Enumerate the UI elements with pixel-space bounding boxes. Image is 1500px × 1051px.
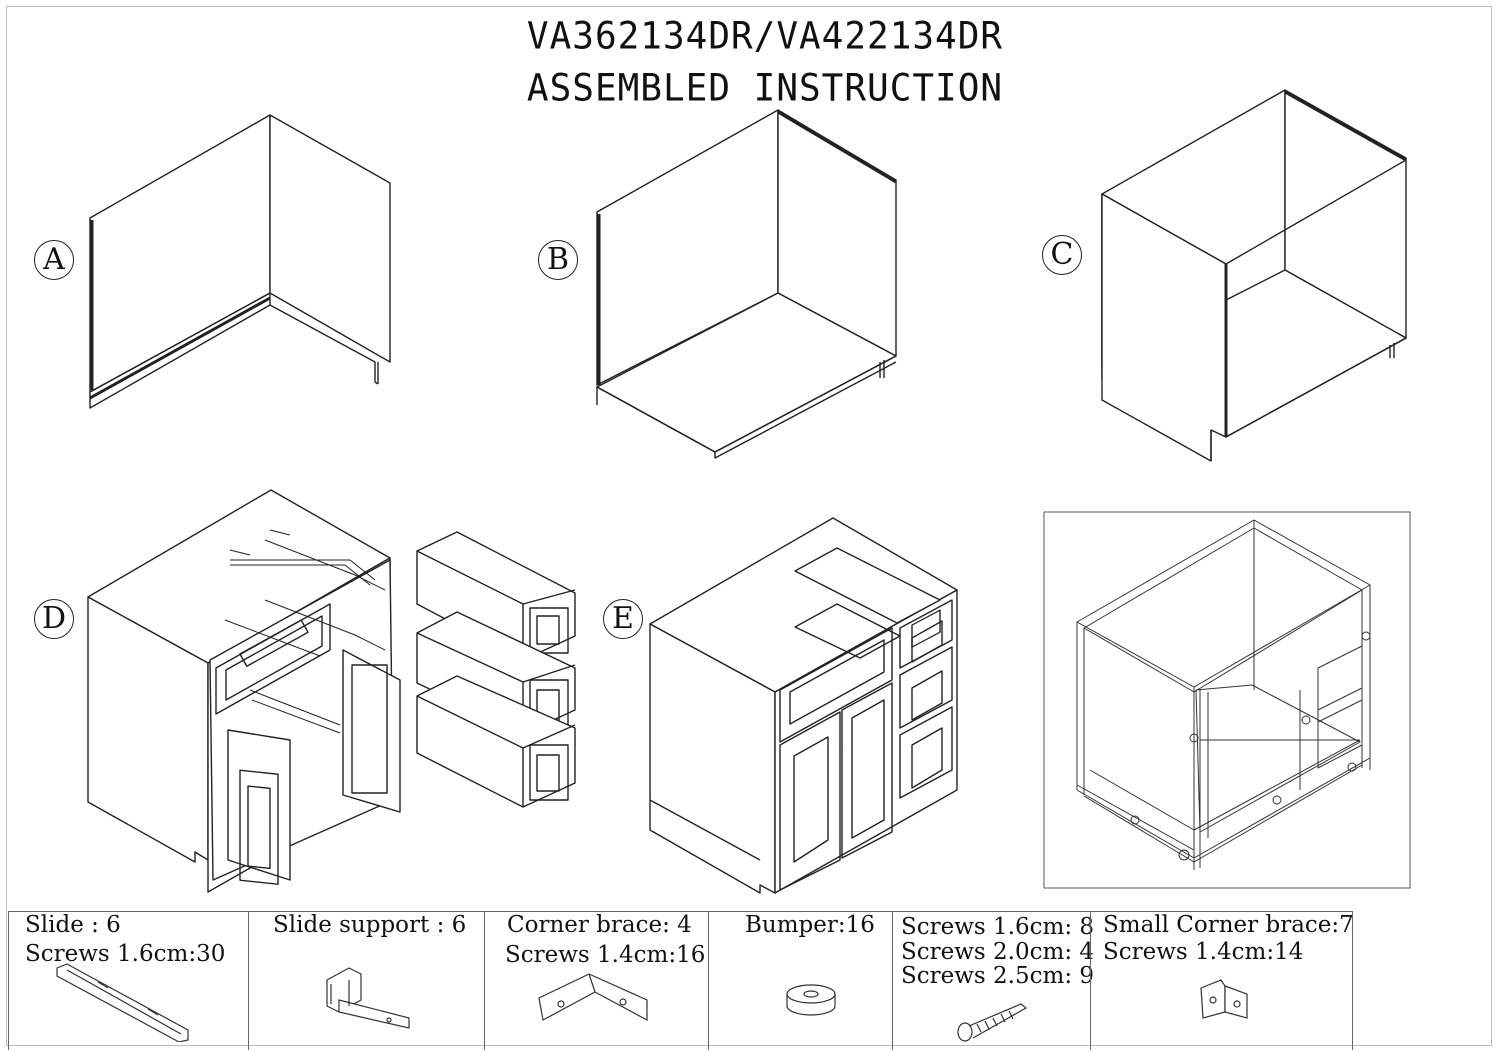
part-slide-count: Slide : 6 xyxy=(25,912,121,938)
step-label-e: E xyxy=(603,599,643,639)
part-small-corner-brace: Small Corner brace:7 Screws 1.4cm:14 xyxy=(1090,912,1354,1050)
drawer-boxes xyxy=(416,531,576,808)
parts-list: Slide : 6 Screws 1.6cm:30 Slide support … xyxy=(8,911,1354,1050)
step-e-drawing xyxy=(649,517,958,894)
model-title: VA362134DR/VA422134DR xyxy=(526,14,1004,59)
part-screws-16: Screws 1.6cm: 8 xyxy=(901,914,1095,940)
step-f-drawing xyxy=(1043,511,1411,889)
part-screws-25: Screws 2.5cm: 9 xyxy=(901,963,1095,989)
step-label-a: A xyxy=(34,240,74,280)
step-label-b: B xyxy=(538,240,578,280)
part-corner-brace-screws: Screws 1.4cm:16 xyxy=(505,942,706,968)
slide-icon xyxy=(56,963,189,1042)
part-small-corner-brace-count: Small Corner brace:7 xyxy=(1103,912,1354,938)
step-label-c: C xyxy=(1042,235,1082,275)
part-small-corner-brace-screws: Screws 1.4cm:14 xyxy=(1103,939,1304,965)
part-slide-support: Slide support : 6 xyxy=(248,912,484,1050)
step-label-d: D xyxy=(34,599,74,639)
part-corner-brace-count: Corner brace: 4 xyxy=(507,912,692,938)
step-d-drawing xyxy=(87,489,576,893)
part-corner-brace: Corner brace: 4 Screws 1.4cm:16 xyxy=(484,912,708,1050)
part-slide-support-count: Slide support : 6 xyxy=(273,912,467,938)
part-screws-20: Screws 2.0cm: 4 xyxy=(901,939,1095,965)
step-c-drawing xyxy=(1101,89,1407,462)
page-frame xyxy=(6,6,1492,1046)
part-screws: Screws 1.6cm: 8 Screws 2.0cm: 4 Screws 2… xyxy=(892,912,1094,1050)
part-bumper: Bumper:16 xyxy=(708,912,892,1050)
slide-support-icon xyxy=(326,967,410,1029)
part-slide: Slide : 6 Screws 1.6cm:30 xyxy=(8,912,248,1050)
step-a-drawing xyxy=(89,114,391,409)
instruction-title: ASSEMBLED INSTRUCTION xyxy=(526,66,1004,111)
small-corner-brace-icon xyxy=(1200,979,1248,1019)
bumper-icon xyxy=(786,984,836,1016)
corner-brace-icon xyxy=(538,973,648,1022)
step-b-drawing xyxy=(596,109,897,459)
part-slide-screws: Screws 1.6cm:30 xyxy=(25,941,226,967)
assembly-drawings xyxy=(87,89,1411,894)
part-bumper-count: Bumper:16 xyxy=(745,912,875,938)
screw-icon xyxy=(957,1003,1028,1042)
